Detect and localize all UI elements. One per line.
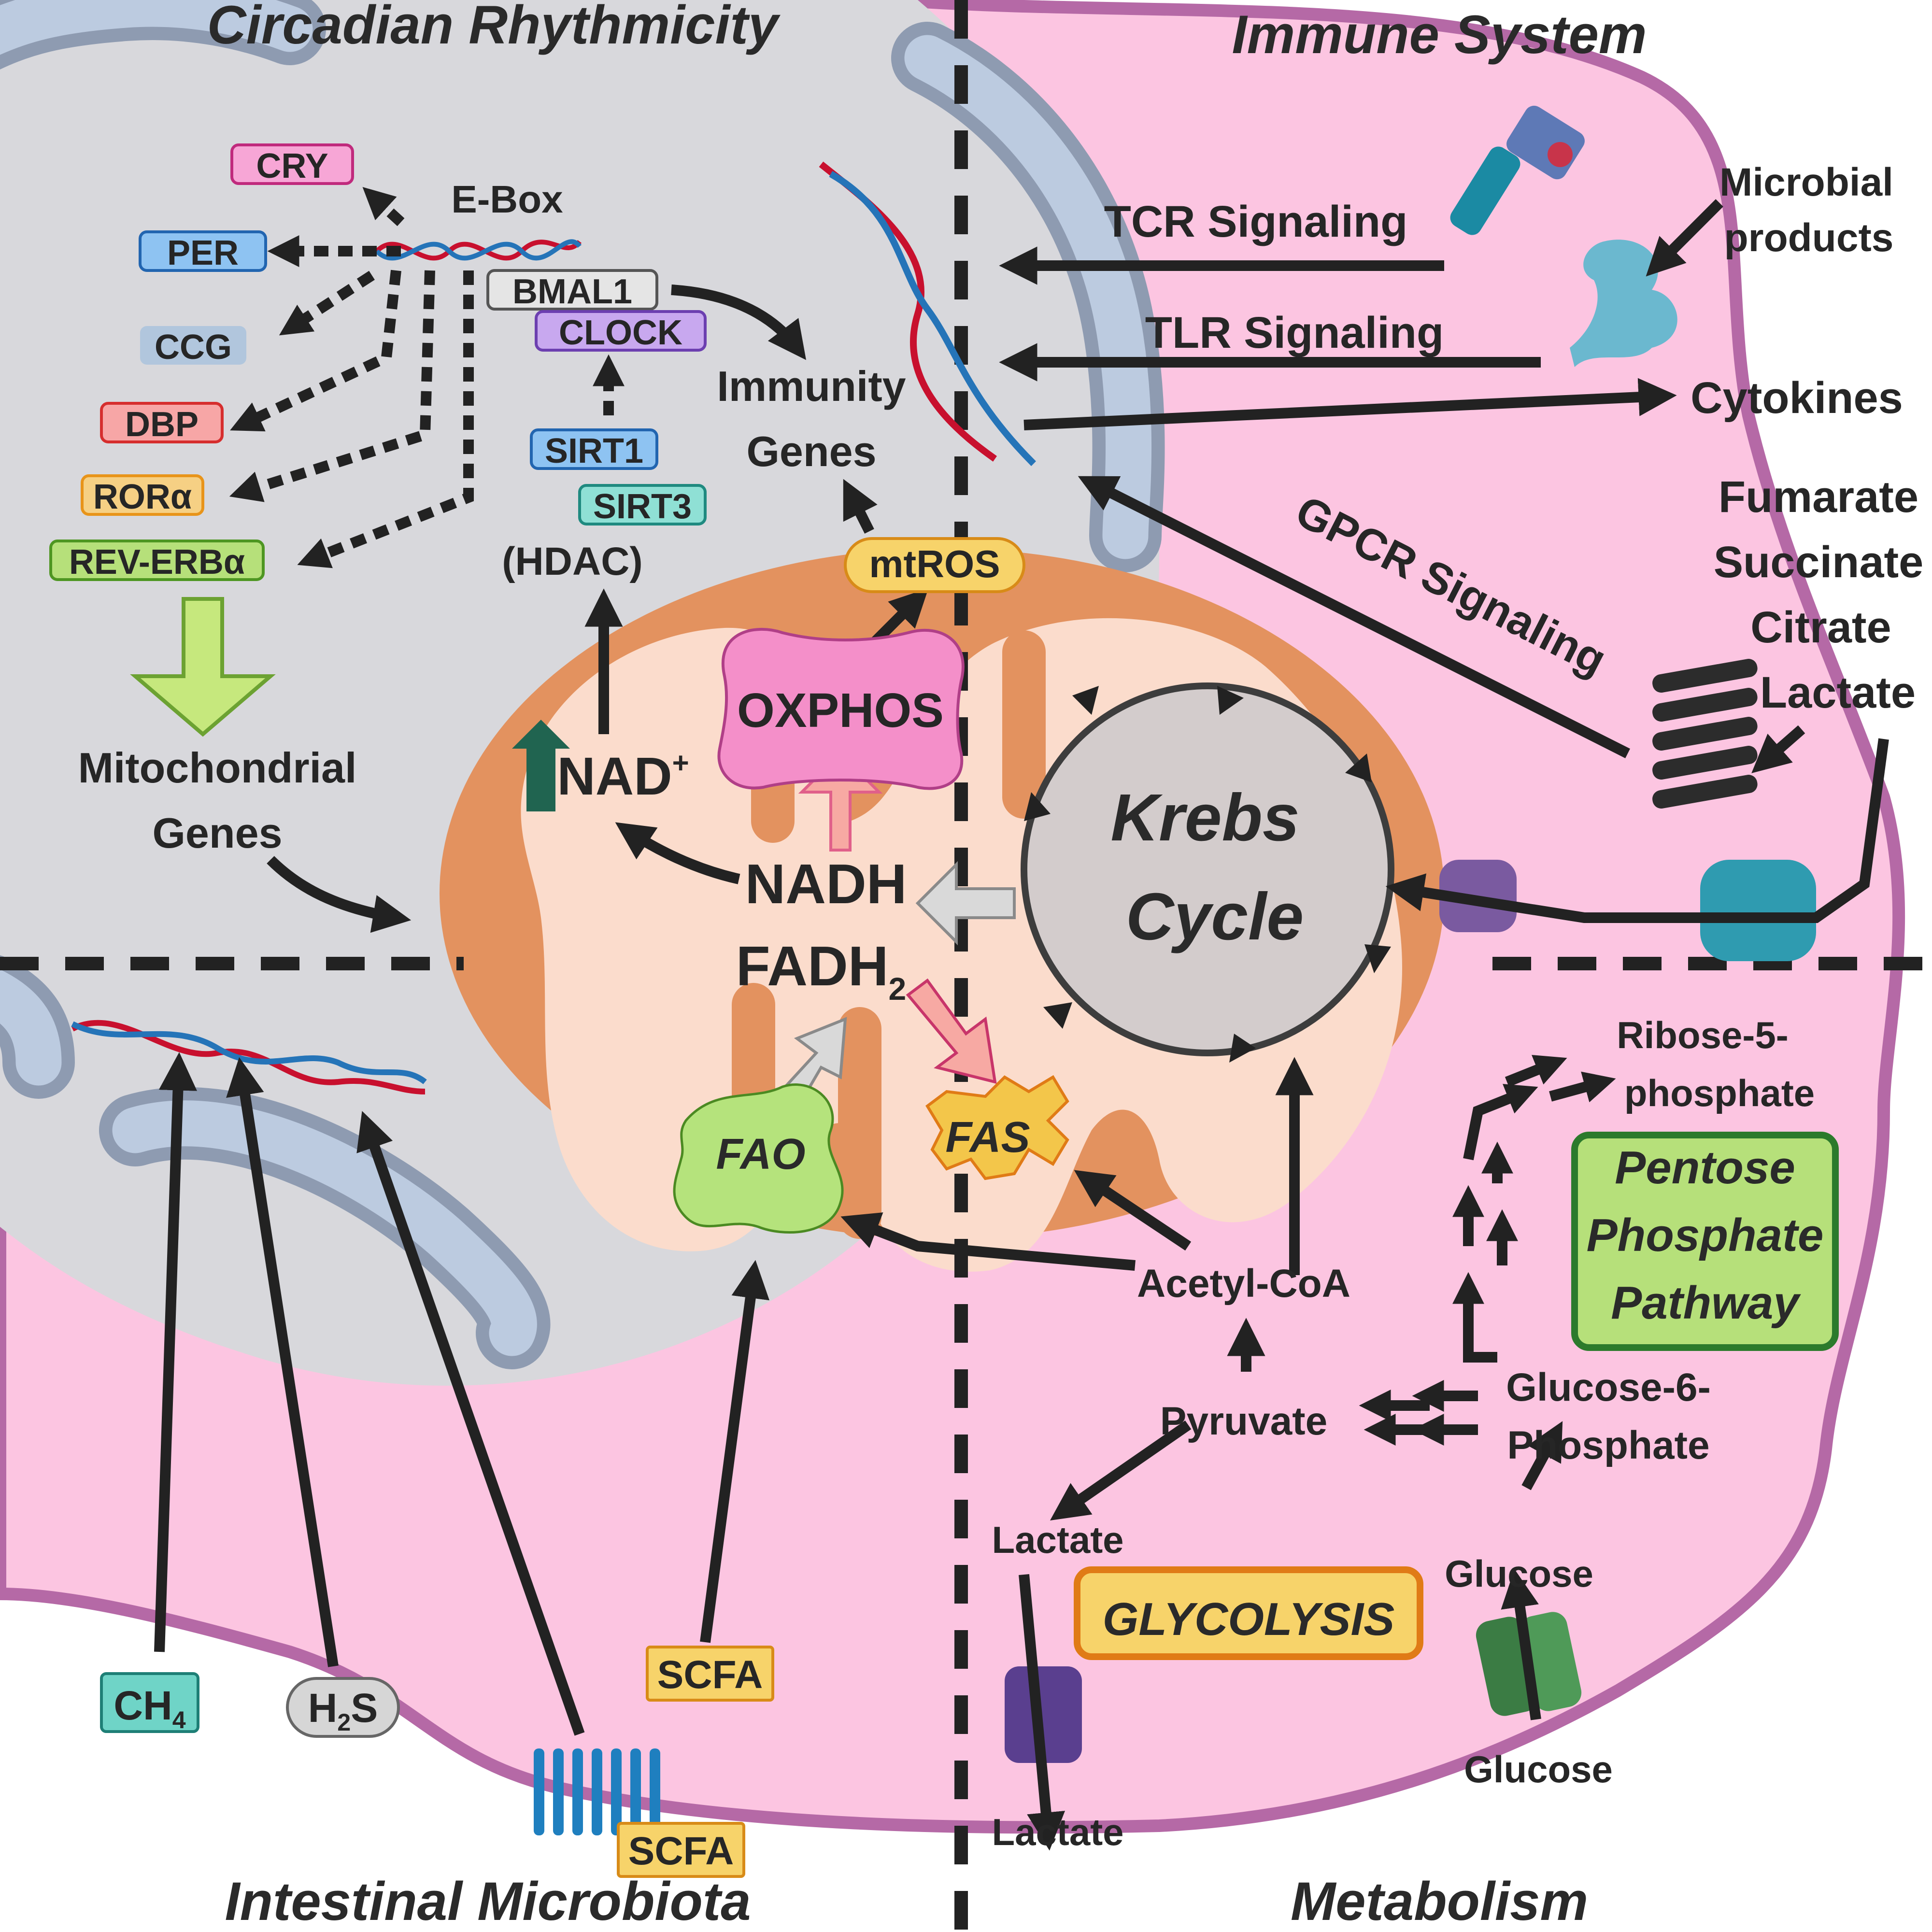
acetyl-coa-label: Acetyl-CoA bbox=[1137, 1262, 1350, 1306]
pyruvate-label: Pyruvate bbox=[1160, 1399, 1327, 1443]
r5p-label-2: phosphate bbox=[1624, 1072, 1815, 1114]
per-label: PER bbox=[167, 234, 239, 272]
glycolysis-label: GLYCOLYSIS bbox=[1103, 1593, 1395, 1645]
clock-label: CLOCK bbox=[559, 313, 682, 352]
tcr-receptor-icon bbox=[1450, 105, 1585, 235]
gpcr-receptor-icon bbox=[1652, 659, 1758, 809]
krebs-label-1: Krebs bbox=[1110, 781, 1299, 855]
hdac-label: (HDAC) bbox=[502, 540, 642, 583]
cry-label: CRY bbox=[256, 147, 328, 185]
immunity-genes-label-1: Immunity bbox=[717, 362, 906, 410]
oxphos-shape bbox=[717, 627, 965, 790]
fas-gear bbox=[925, 1075, 1069, 1180]
cytokines-label: Cytokines bbox=[1690, 373, 1903, 423]
arrows bbox=[154, 187, 1889, 1851]
dbp-label: DBP bbox=[125, 405, 199, 444]
ebox-label: E-Box bbox=[451, 178, 563, 221]
fumarate-label: Fumarate bbox=[1719, 472, 1918, 522]
transporter-krebs-icon bbox=[1439, 860, 1816, 961]
reverb-to-mito-arrow bbox=[130, 597, 276, 737]
ccg-label: CCG bbox=[155, 328, 232, 367]
quadrant-title-immune: Immune System bbox=[1232, 4, 1647, 65]
quadrant-title-metabolism: Metabolism bbox=[1291, 1871, 1588, 1932]
fadh-to-fas-arrow bbox=[906, 978, 997, 1084]
tlr-signaling-label: TLR Signaling bbox=[1145, 308, 1444, 357]
scfa-receptor-icon bbox=[534, 1748, 660, 1835]
oxphos-label: OXPHOS bbox=[737, 683, 944, 738]
ch4-label: CH4 bbox=[114, 1683, 185, 1733]
r5p-label-1: Ribose-5- bbox=[1617, 1014, 1788, 1056]
citrate-label: Citrate bbox=[1750, 603, 1891, 652]
nadh-label: NADH bbox=[745, 852, 907, 915]
glucose-in-label: Glucose bbox=[1445, 1552, 1593, 1595]
microbial-label-1: Microbial bbox=[1719, 160, 1893, 204]
quadrant-title-microbiota: Intestinal Microbiota bbox=[225, 1871, 751, 1932]
lactate-transporter-icon bbox=[1005, 1666, 1082, 1763]
g6p-label-2: Phosphate bbox=[1507, 1423, 1709, 1467]
ppp-label-2: Phosphate bbox=[1587, 1209, 1824, 1261]
immunity-genes-label-2: Genes bbox=[746, 427, 876, 475]
reverb-label: REV-ERBα bbox=[69, 543, 245, 582]
lactate-immune-label: Lactate bbox=[1760, 668, 1916, 717]
lactate-out-label: Lactate bbox=[992, 1811, 1123, 1853]
succinate-label: Succinate bbox=[1714, 538, 1924, 587]
lactate-in-label: Lactate bbox=[992, 1519, 1123, 1561]
krebs-cycle bbox=[1021, 682, 1394, 1063]
fas-label: FAS bbox=[945, 1113, 1030, 1162]
sirt3-label: SIRT3 bbox=[593, 487, 692, 526]
mito-genes-label-2: Genes bbox=[152, 809, 282, 857]
quadrant-title-circadian: Circadian Rhythmicity bbox=[207, 0, 781, 55]
krebs-to-nadh-arrow bbox=[915, 861, 1016, 946]
nad-up-arrow bbox=[512, 720, 570, 811]
mtros-label: mtROS bbox=[869, 542, 1000, 585]
krebs-label-2: Cycle bbox=[1126, 880, 1304, 954]
scfa-label-1: SCFA bbox=[657, 1653, 763, 1697]
scfa-label-2: SCFA bbox=[628, 1829, 734, 1873]
dna-helix-immune bbox=[819, 161, 1036, 466]
mito-genes-label-1: Mitochondrial bbox=[78, 744, 357, 792]
g6p-label-1: Glucose-6- bbox=[1506, 1365, 1711, 1409]
nad-label: NAD+ bbox=[557, 747, 689, 806]
dna-helix-ebox bbox=[375, 239, 582, 261]
tcr-signaling-label: TCR Signaling bbox=[1104, 197, 1408, 246]
fao-blob bbox=[673, 1083, 844, 1234]
sirt1-label: SIRT1 bbox=[545, 432, 643, 470]
rora-label: RORα bbox=[93, 478, 192, 516]
microbial-label-2: products bbox=[1724, 216, 1894, 260]
fadh-label: FADH2 bbox=[736, 935, 907, 1007]
gene-pills bbox=[49, 143, 1839, 1878]
bmal1-label: BMAL1 bbox=[512, 272, 632, 311]
ppp-label-3: Pathway bbox=[1611, 1277, 1801, 1329]
glucose-out-label: Glucose bbox=[1464, 1748, 1613, 1790]
h2s-label: H2S bbox=[308, 1685, 378, 1736]
ppp-label-1: Pentose bbox=[1615, 1142, 1795, 1193]
fao-label: FAO bbox=[716, 1130, 805, 1179]
